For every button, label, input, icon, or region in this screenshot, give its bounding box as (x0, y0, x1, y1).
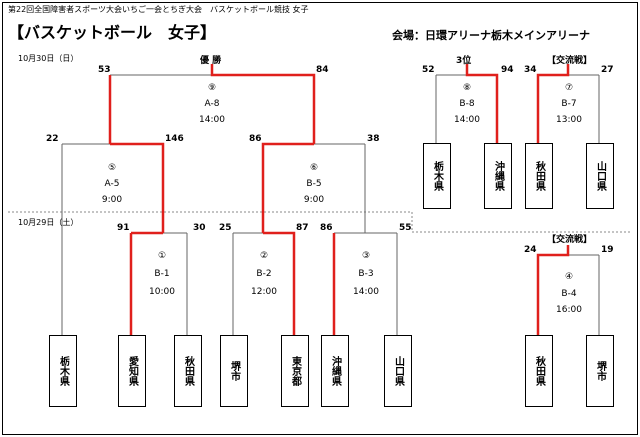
final-code: A-8 (204, 99, 220, 109)
team-box: 山口県 (384, 335, 412, 407)
exchange2-score-right: 19 (601, 245, 614, 255)
final-num: ⑨ (207, 83, 217, 93)
exchange1-score-right: 27 (601, 65, 614, 75)
team-box: 沖縄県 (321, 335, 349, 407)
third-num: ⑧ (462, 83, 472, 93)
exchange2-code: B-4 (561, 289, 577, 299)
final-label: 優 勝 (200, 56, 222, 66)
semi-right-num: ⑥ (309, 163, 319, 173)
page-title: 【バスケットボール 女子】 (8, 23, 217, 42)
exchange2-num: ④ (564, 272, 574, 282)
exchange1-score-left: 34 (524, 65, 537, 75)
semi-right-time: 9:00 (303, 195, 325, 205)
team-box: 栃木県 (423, 143, 451, 209)
exchange1-code: B-7 (561, 99, 577, 109)
exchange1-label: 【交流戦】 (547, 56, 593, 66)
game3-score-right: 55 (399, 223, 412, 233)
venue: 会場：日環アリーナ栃木メインアリーナ (392, 29, 590, 42)
date-oct30: 10月30日（日） (18, 54, 79, 63)
game2-num: ② (259, 251, 269, 261)
third-score-left: 52 (422, 65, 435, 75)
game1-score-right: 30 (193, 223, 206, 233)
final-time: 14:00 (199, 115, 225, 125)
team-box: 堺市 (586, 335, 614, 407)
third-score-right: 94 (501, 65, 514, 75)
exchange2-score-left: 24 (524, 245, 537, 255)
semi-right-code: B-5 (306, 179, 322, 189)
team-box: 堺市 (220, 335, 248, 407)
semi-right-score-right: 38 (367, 134, 380, 144)
exchange1-time: 13:00 (556, 115, 582, 125)
exchange2-time: 16:00 (556, 305, 582, 315)
third-code: B-8 (459, 99, 475, 109)
third-label: 3位 (456, 56, 472, 66)
exchange2-label: 【交流戦】 (547, 235, 593, 245)
game2-time: 12:00 (251, 287, 277, 297)
team-box: 秋田県 (525, 335, 553, 407)
final-score-right: 84 (316, 65, 329, 75)
date-oct29: 10月29日（土） (18, 218, 79, 227)
semi-left-num: ⑤ (107, 163, 117, 173)
semi-left-time: 9:00 (101, 195, 123, 205)
game2-score-right: 87 (296, 223, 309, 233)
game3-score-left: 86 (320, 223, 333, 233)
final-score-left: 53 (98, 65, 111, 75)
team-box: 沖縄県 (484, 143, 512, 209)
semi-left-score-right: 146 (165, 134, 184, 144)
third-time: 14:00 (454, 115, 480, 125)
game2-score-left: 25 (219, 223, 232, 233)
semi-left-code: A-5 (104, 179, 120, 189)
team-box: 秋田県 (174, 335, 202, 407)
game2-code: B-2 (256, 269, 272, 279)
team-box: 山口県 (586, 143, 614, 209)
team-box: 愛知県 (118, 335, 146, 407)
semi-right-score-left: 86 (249, 134, 262, 144)
team-box: 東京都 (281, 335, 309, 407)
game3-num: ③ (361, 251, 371, 261)
game1-code: B-1 (154, 269, 170, 279)
tournament-caption: 第22回全国障害者スポーツ大会いちご一会とちぎ大会 バスケットボール競技 女子 (8, 5, 309, 14)
game3-code: B-3 (358, 269, 374, 279)
team-box: 栃木県 (49, 335, 77, 407)
exchange1-num: ⑦ (564, 83, 574, 93)
semi-left-score-left: 22 (46, 134, 59, 144)
game1-time: 10:00 (149, 287, 175, 297)
game1-num: ① (157, 251, 167, 261)
game3-time: 14:00 (353, 287, 379, 297)
team-box: 秋田県 (525, 143, 553, 209)
game1-score-left: 91 (117, 223, 130, 233)
